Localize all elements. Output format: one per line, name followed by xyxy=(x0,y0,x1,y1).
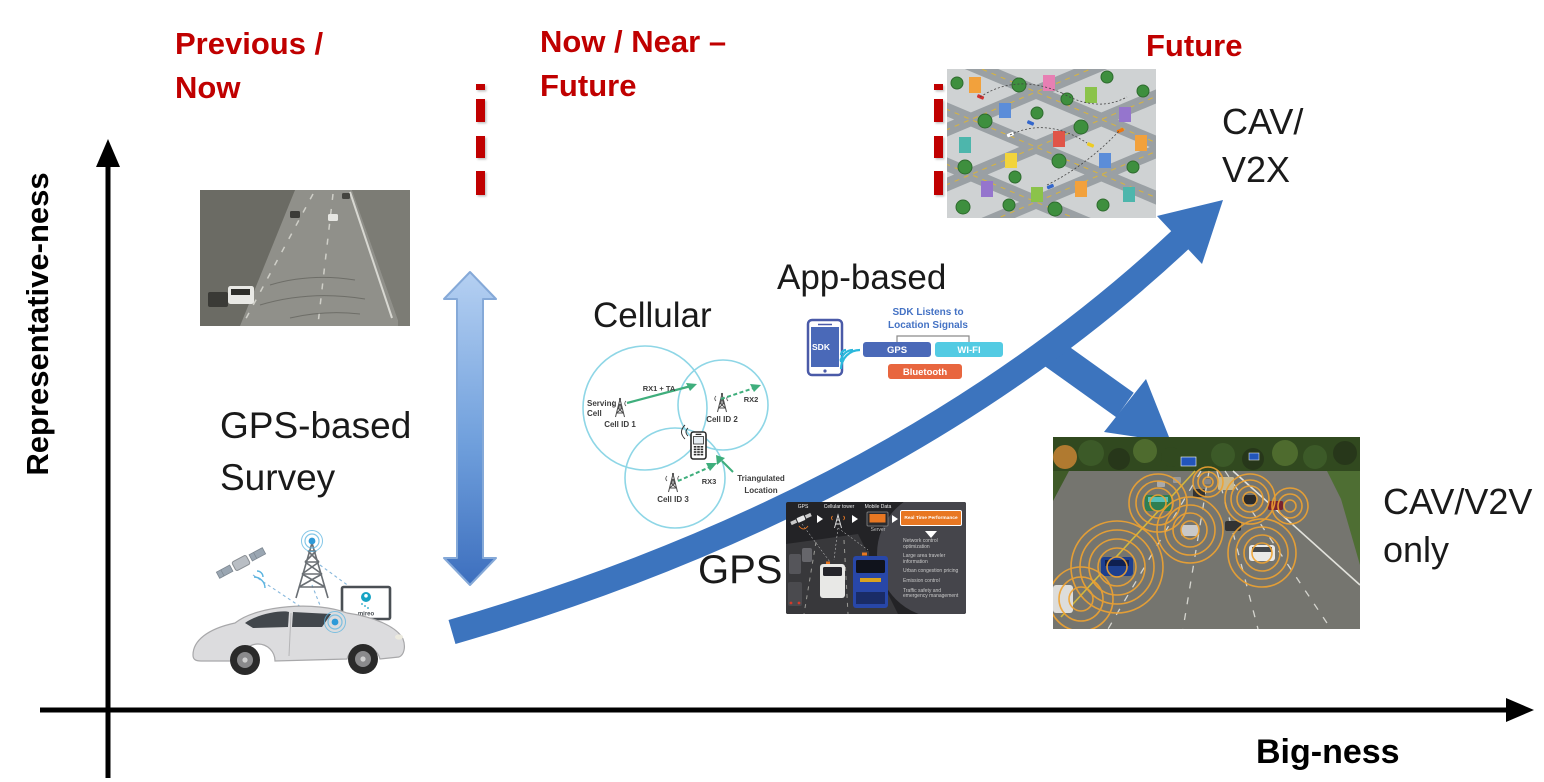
highway-photo-image xyxy=(200,190,410,326)
gps-benefit-list: Network control optimization Large area … xyxy=(903,538,961,604)
svg-text:Location: Location xyxy=(744,486,777,495)
svg-text:Cell: Cell xyxy=(587,409,602,418)
car-icon xyxy=(342,193,350,199)
main-growth-curve-arrow xyxy=(448,200,1223,645)
list-item: Network control optimization xyxy=(903,538,938,550)
cell3-circle xyxy=(624,427,726,529)
flow-cellular-tower-label: Cellular tower xyxy=(823,504,855,510)
real-time-performance-box: Real Time Performance xyxy=(900,510,962,526)
cell-id-3-label: Cell ID 3 xyxy=(657,495,689,504)
highway-sign-icon xyxy=(1248,452,1260,461)
era-header-future: Future xyxy=(1146,28,1243,63)
double-headed-vertical-arrow xyxy=(443,271,497,586)
car-icon xyxy=(328,214,338,221)
sdk-caption: SDK Listens to xyxy=(892,307,963,318)
bluetooth-pill xyxy=(888,364,962,379)
sdk-phone-icon xyxy=(806,318,844,377)
app-based-label: App-based xyxy=(777,258,947,297)
sdk-screen-label: SDK xyxy=(812,342,831,352)
mobile-phone-icon xyxy=(681,424,707,460)
lane-lines xyxy=(1107,470,1332,629)
cell-id-1-label: Cell ID 1 xyxy=(604,420,636,429)
cav-v2v-label: CAV/V2V only xyxy=(1383,481,1533,570)
v2x-links xyxy=(979,83,1128,186)
cellular-label: Cellular xyxy=(593,296,712,335)
city-buildings xyxy=(959,75,1147,202)
gps-pill xyxy=(863,342,931,357)
svg-text:WI-FI: WI-FI xyxy=(957,345,980,356)
v2v-signal-rings xyxy=(1053,466,1309,629)
highway-sign-icon xyxy=(1180,456,1197,467)
x-axis-arrowhead-icon xyxy=(1506,698,1534,722)
probe-truck-icon xyxy=(853,551,888,608)
gps-label: GPS xyxy=(698,548,783,592)
satellite-signal-icon xyxy=(253,570,266,589)
cellular-triangulation-diagram: Serving Cell Cell ID 1 Cell ID 2 Cell ID… xyxy=(575,342,797,554)
list-item: Emission control xyxy=(903,577,940,584)
list-item: Traffic safety and emergency management xyxy=(903,587,959,600)
down-triangle-icon xyxy=(925,531,937,538)
rx1-arrow xyxy=(626,384,692,405)
wifi-signal-icon xyxy=(839,348,861,370)
era-header-now-near-future: Now / Near – Future xyxy=(540,24,727,103)
gps-survey-label: GPS-based Survey xyxy=(220,405,412,498)
rx2-arrow xyxy=(720,387,755,400)
era-header-previous-now: Previous / Now xyxy=(175,26,324,105)
monitor-brand-label: mireo xyxy=(358,612,375,618)
gps-fleet-image: GPS Cellular tower Mobile Data Server Re… xyxy=(786,502,966,614)
cav-highway-image xyxy=(1053,437,1360,629)
list-item: Large area traveler information xyxy=(903,553,946,565)
truck-shadow xyxy=(208,292,228,307)
flow-tower-icon xyxy=(831,513,845,529)
cell2-circle xyxy=(677,359,769,451)
server-icon xyxy=(866,511,889,527)
flow-gps-label: GPS xyxy=(797,504,809,510)
serving-cell-label: Serving xyxy=(587,399,616,408)
list-item: Urban congestion pricing xyxy=(903,568,959,575)
branch-arrow-to-v2v xyxy=(1039,337,1171,442)
wifi-pill xyxy=(935,342,1003,357)
cell-id-2-label: Cell ID 2 xyxy=(706,415,738,424)
car-icon xyxy=(290,211,300,218)
cav-v2x-label: CAV/ V2X xyxy=(1222,101,1304,190)
svg-text:GPS: GPS xyxy=(887,345,907,356)
rx3-label: RX3 xyxy=(702,477,717,486)
signal-bracket xyxy=(896,335,970,342)
svg-text:Bluetooth: Bluetooth xyxy=(903,367,948,378)
car-signal-icon xyxy=(331,618,339,626)
smart-city-illustration xyxy=(947,69,1156,218)
probe-van-icon xyxy=(820,560,845,598)
gps-satellite-icon xyxy=(790,512,812,526)
svg-text:Location Signals: Location Signals xyxy=(888,320,968,331)
rx2-label: RX2 xyxy=(744,395,759,404)
rx1-label: RX1 + TA xyxy=(643,384,676,393)
rx3-arrow xyxy=(677,466,711,482)
serving-cell-circle xyxy=(582,345,708,471)
app-sdk-diagram: SDK SDK Listens to Location Signals GPS … xyxy=(800,300,1040,395)
survey-car-icon xyxy=(192,605,405,675)
triangulated-pointer-arrow xyxy=(721,460,734,473)
flow-server-label: Server xyxy=(870,527,886,533)
gps-survey-illustration: mireo xyxy=(175,523,467,695)
tower-signal-icon xyxy=(308,537,316,545)
satellite-icon xyxy=(215,547,267,579)
flow-mobile-data-label: Mobile Data xyxy=(864,504,892,510)
tree-line xyxy=(1053,439,1357,470)
x-axis-label: Big-ness xyxy=(1256,733,1400,771)
y-axis-arrowhead-icon xyxy=(96,139,120,167)
city-trees xyxy=(950,70,1150,217)
triangulated-location-label: Triangulated xyxy=(737,474,785,483)
